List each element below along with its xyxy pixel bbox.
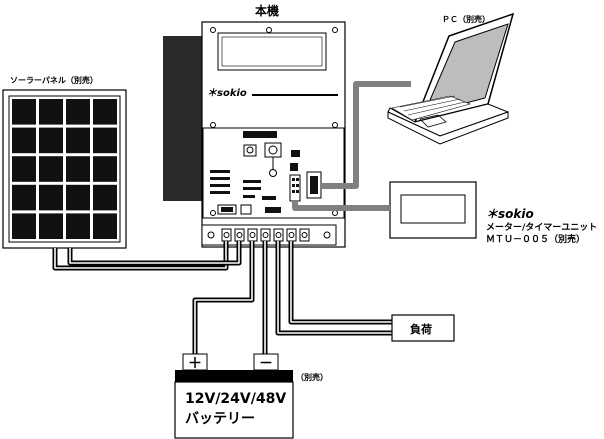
solar-cell [93,213,117,239]
solar-cell [66,184,90,211]
solar-cell [12,156,36,182]
solar-cell [39,127,63,154]
solar-cell [93,156,117,182]
load-box [391,314,455,342]
solar-cell [66,127,90,154]
solar-cell [93,184,117,211]
solar-panel [2,89,127,249]
meter-brand-logo: ＊sokio [486,207,534,221]
pc-port [306,171,322,199]
meter-unit-name: メーター/タイマーユニット [486,223,598,233]
laptop-pc [387,12,515,145]
controller-title: 本機 [255,4,280,18]
load-label: 負荷 [410,323,432,336]
pc-label: ＰＣ（別売） [442,15,490,24]
solar-cell [66,156,90,182]
controller-brand-logo: ＊sokio [207,88,247,99]
controller-top-cover [217,32,327,71]
solar-cell [12,127,36,154]
solar-cell [93,127,117,154]
solar-cell [66,99,90,125]
battery-optional-note: （別売） [296,373,328,382]
solar-cell [39,99,63,125]
charge-controller: ＊sokio [201,21,346,248]
solar-cell [66,213,90,239]
solar-cell [39,213,63,239]
battery-minus-terminal: － [259,356,273,372]
solar-cell-grid [12,99,117,239]
meter-unit-model: ＭＴＵ－００５（別売） [486,235,586,245]
solar-cell [39,184,63,211]
battery-name-label: バッテリー [185,411,255,427]
meter-timer-unit [389,181,477,239]
solar-cell [12,213,36,239]
battery-voltage-label: 12V/24V/48V [185,391,287,407]
controller-heatsink [163,36,208,201]
solar-panel-label: ソーラーパネル（別売） [10,76,98,85]
solar-cell [39,156,63,182]
battery [174,353,294,439]
solar-cell [12,99,36,125]
solar-cell [93,99,117,125]
battery-plus-terminal: ＋ [188,356,202,372]
cables [52,81,411,356]
solar-cell [12,184,36,211]
